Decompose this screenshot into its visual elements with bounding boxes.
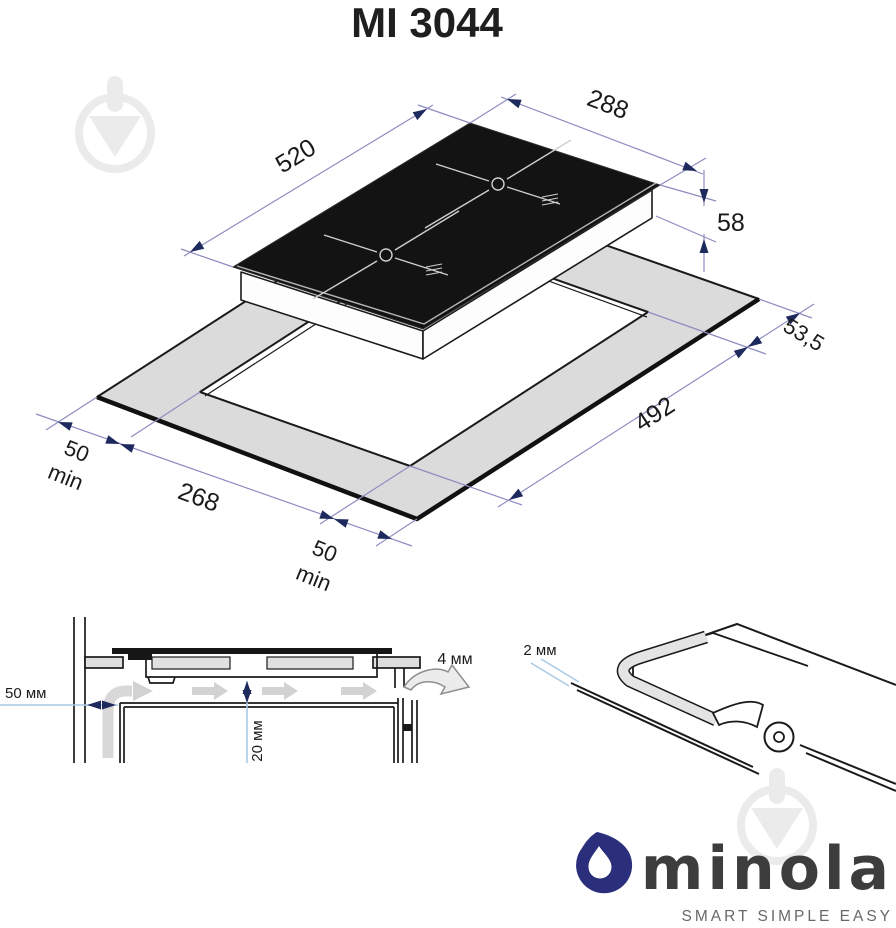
label-drawer-clearance: 20 мм [249, 720, 266, 761]
watermark-pin-icon [75, 76, 155, 173]
tape-flap [711, 700, 765, 729]
hob-glass-section [112, 648, 392, 654]
dim-label-50-side: 50 [61, 435, 93, 467]
section-drawing: 50 мм 20 мм 4 мм [0, 617, 473, 763]
vent-arrow-icon [402, 663, 471, 696]
brand-tagline: SMART SIMPLE EASY [681, 908, 893, 925]
watermark-pin-icon [737, 768, 817, 865]
dim-label-50-front: 50 [309, 535, 341, 567]
countertop-right [372, 656, 421, 669]
seal-detail-drawing: 2 мм [523, 622, 896, 792]
induction-coil [151, 656, 231, 670]
junction-box [128, 650, 152, 660]
cooking-zone-mark [312, 210, 460, 300]
isometric-drawing: 520 288 58 53,5 492 [35, 84, 829, 596]
airflow-arrow-icon [192, 682, 228, 700]
airflow-arrow-icon [133, 681, 153, 701]
cooking-zone-mark [424, 139, 572, 229]
brand-logo: minola SMART SIMPLE EASY [576, 832, 893, 925]
dim-label-520: 520 [271, 133, 321, 179]
dim-label-288: 288 [583, 84, 632, 125]
countertop-left [84, 656, 124, 669]
hob-body-right [422, 189, 653, 360]
brand-wordmark: minola [641, 834, 893, 904]
label-vent-gap: 4 мм [437, 651, 472, 668]
airflow-arrow-icon [262, 682, 298, 700]
dim-label-492: 492 [630, 391, 680, 437]
wall [73, 617, 86, 763]
label-seal-thickness: 2 мм [523, 642, 556, 659]
hinge-block [403, 724, 412, 731]
label-wall-clearance: 50 мм [5, 685, 46, 702]
page-title: MI 3044 [351, 0, 503, 46]
dim-label-58: 58 [717, 209, 745, 237]
dimension-58: 58 [655, 170, 745, 272]
dim-label-53-5: 53,5 [779, 313, 829, 356]
dim-label-268: 268 [174, 477, 223, 518]
airflow-arrow-icon [341, 682, 377, 700]
induction-coil [266, 656, 354, 670]
airflow-duct [102, 685, 132, 758]
